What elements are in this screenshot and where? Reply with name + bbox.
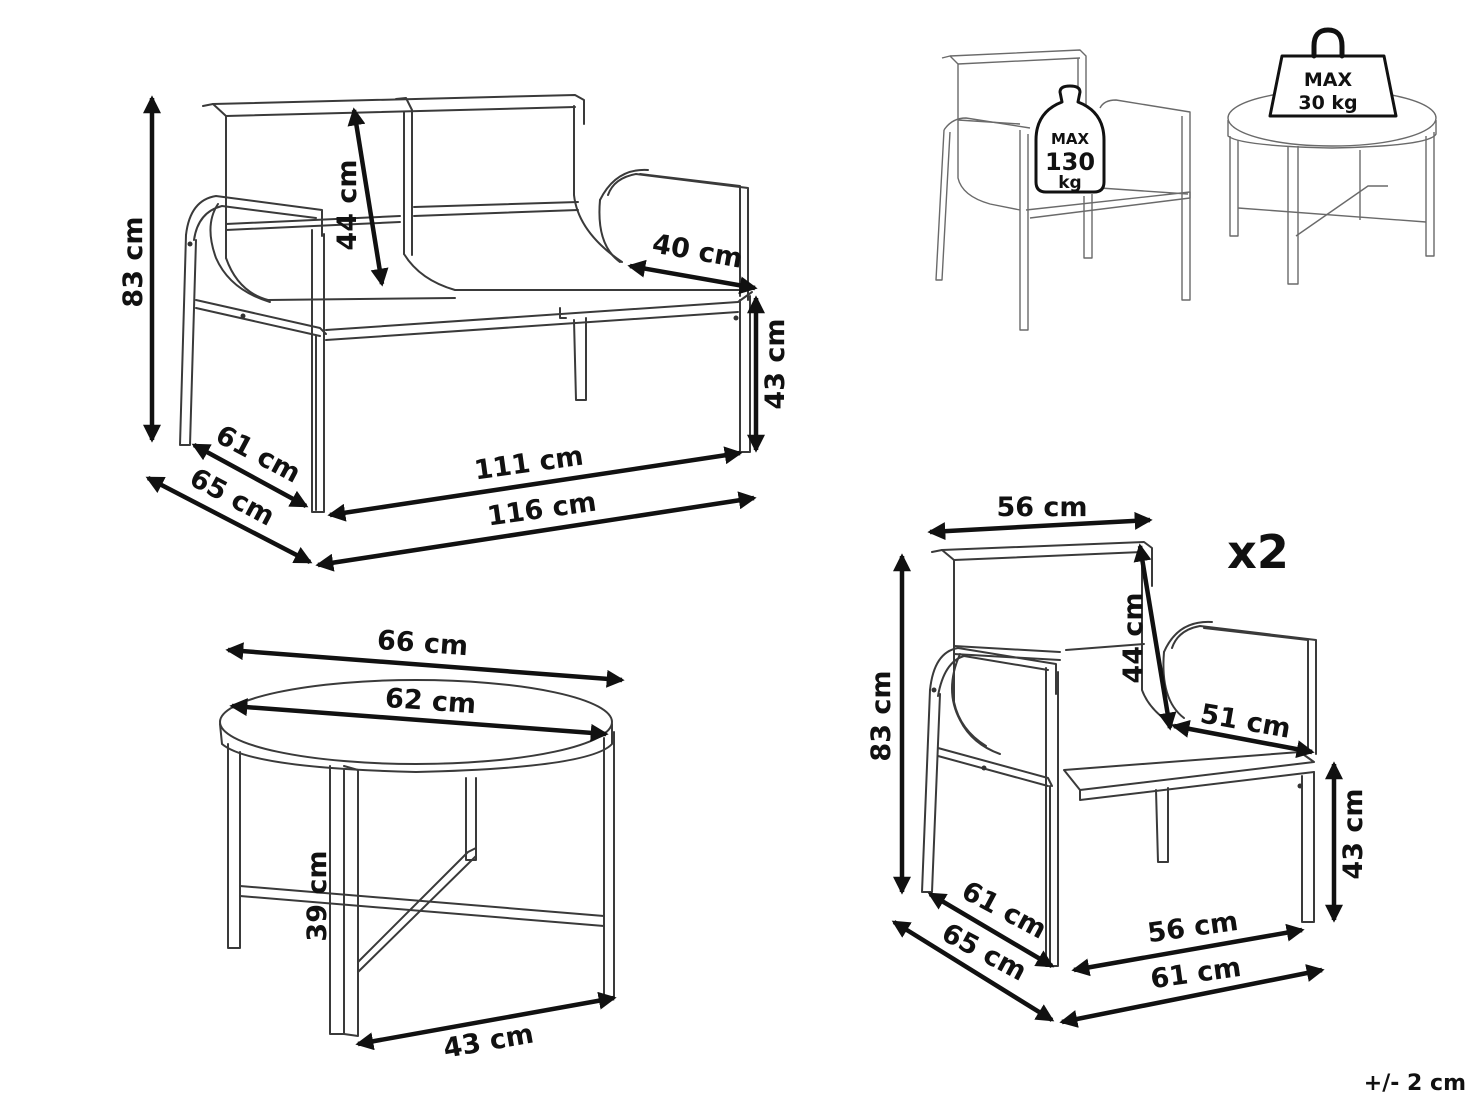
chair-max-value: 130: [1045, 148, 1095, 176]
chair-max-label: MAX: [1051, 130, 1090, 148]
armchair-back-width-label: 56 cm: [996, 492, 1087, 523]
table-weight-icon: [1268, 54, 1398, 118]
bench-back-height-label: 44 cm: [332, 159, 363, 250]
table-height-label: 39 cm: [302, 850, 333, 941]
bench-seat-depth-label: 40 cm: [650, 228, 745, 274]
tolerance-label: +/- 2 cm: [1364, 1071, 1466, 1096]
table-top-diameter-label: 62 cm: [384, 683, 477, 720]
bench-seat-height-label: 43 cm: [760, 318, 791, 409]
table-max-label: MAX: [1304, 69, 1353, 91]
armchair-back-height-label: 44 cm: [1118, 592, 1149, 683]
table-outer-diameter-label: 66 cm: [376, 625, 469, 662]
quantity-label: x2: [1227, 525, 1289, 579]
load-illustration: MAX 130 kg MAX 30 kg: [935, 27, 1437, 331]
bench-height-label: 83 cm: [118, 216, 149, 307]
table-drawing: [219, 679, 615, 1037]
chair-max-unit: kg: [1058, 173, 1081, 193]
chair-weight-icon: [1034, 84, 1106, 194]
table-max-value: 30 kg: [1298, 92, 1357, 114]
armchair-height-label: 83 cm: [866, 670, 897, 761]
armchair-seat-height-label: 43 cm: [1338, 788, 1369, 879]
